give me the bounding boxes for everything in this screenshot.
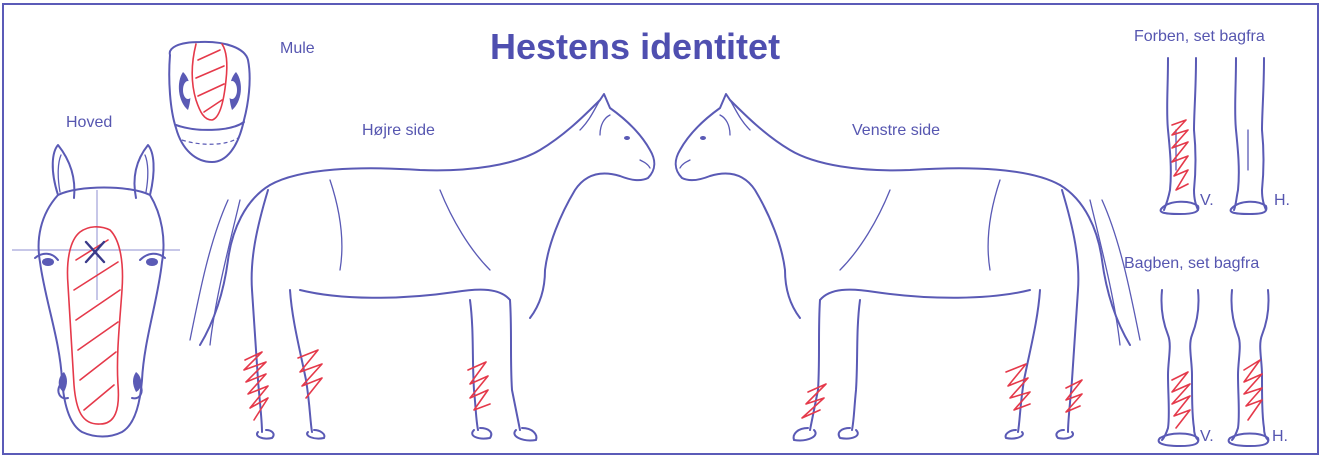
head-label: Hoved (66, 114, 112, 132)
muzzle-label: Mule (280, 40, 315, 58)
left-side-leg-markings (802, 364, 1082, 418)
left-side-label: Venstre side (852, 122, 940, 140)
muzzle-view (169, 42, 249, 162)
right-side-leg-markings (244, 350, 490, 420)
foreleg-left-label: V. (1200, 192, 1214, 210)
right-side-label: Højre side (362, 122, 435, 140)
sheet-title: Hestens identitet (490, 26, 780, 68)
horse-left-side (676, 94, 1140, 440)
hindlegs-rear-view (1159, 290, 1269, 446)
foreleg-right-label: H. (1274, 192, 1290, 210)
horse-right-side (190, 94, 654, 440)
head-blaze-marking (68, 227, 123, 424)
forelegs-label: Forben, set bagfra (1134, 28, 1265, 46)
head-front-view (12, 145, 180, 437)
muzzle-marking (192, 44, 227, 120)
forelegs-rear-view (1161, 58, 1267, 214)
hindleg-right-label: H. (1272, 428, 1288, 446)
hindlegs-label: Bagben, set bagfra (1124, 255, 1259, 273)
hindleg-left-label: V. (1200, 428, 1214, 446)
